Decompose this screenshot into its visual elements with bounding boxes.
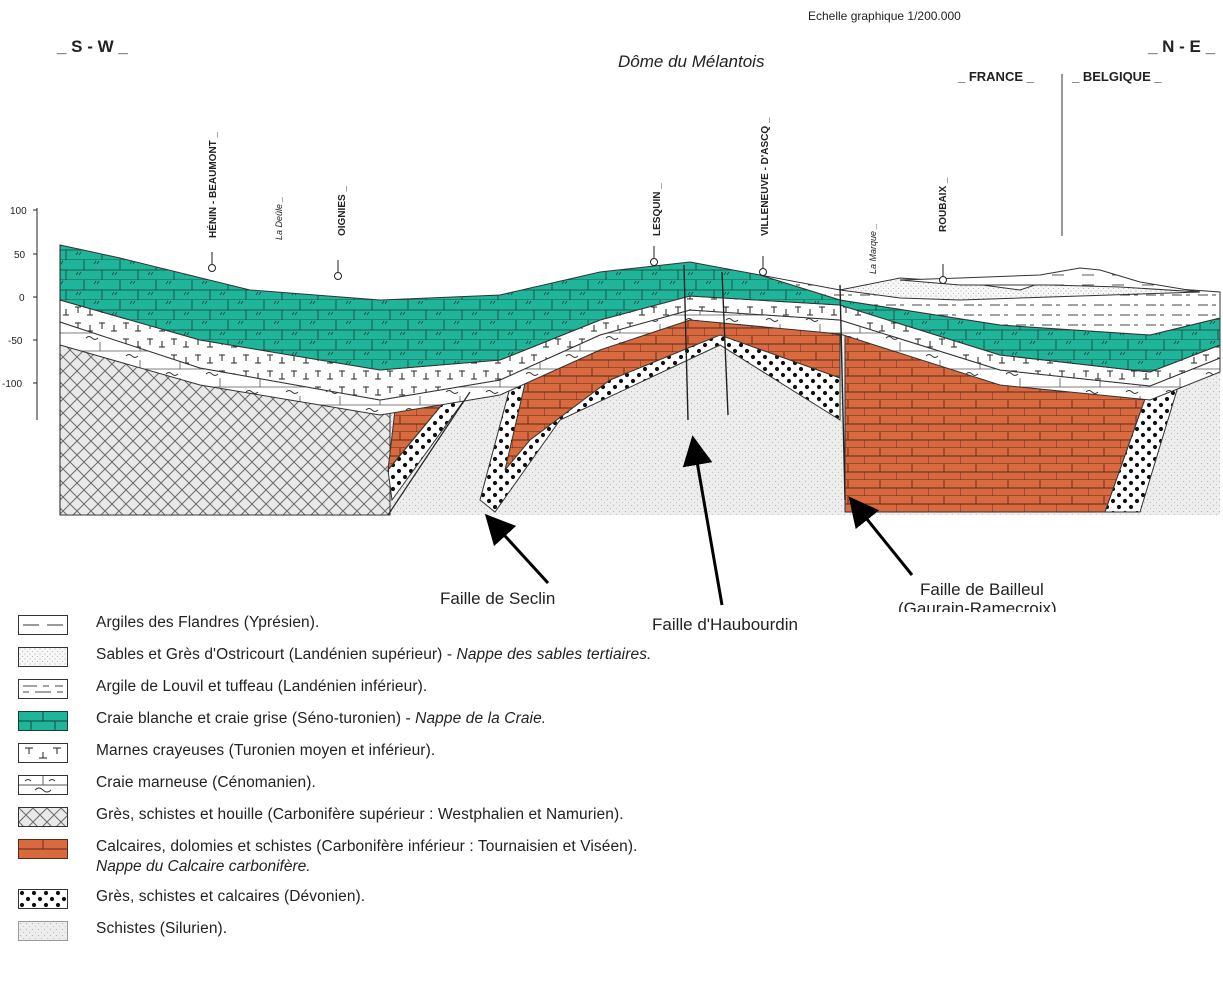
fault-haubourdin-2-line <box>721 271 729 416</box>
legend-item-argiles-flandres: Argiles des Flandres (Yprésien). <box>18 612 918 644</box>
altitude-axis <box>33 208 38 420</box>
axis-tick-minus100: -100 <box>2 379 22 390</box>
geological-cross-section: Echelle graphique 1/200.000 Dôme du Méla… <box>2 9 1221 612</box>
legend-item-louvil: Argile de Louvil et tuffeau (Landénien i… <box>18 676 918 708</box>
legend-item-sables: Sables et Grès d'Ostricourt (Landénien s… <box>18 644 918 676</box>
dome-label: Dôme du Mélantois <box>618 52 765 71</box>
arrow-haubourdin <box>682 435 724 606</box>
scale-label: Echelle graphique 1/200.000 <box>808 9 961 23</box>
legend: Argiles des Flandres (Yprésien). Sables … <box>18 612 918 950</box>
legend-label-italic: Nappe du Calcaire carbonifère. <box>96 858 311 875</box>
swatch-argiles-flandres-icon <box>18 615 68 635</box>
fault-bailleul-line <box>839 284 846 501</box>
legend-item-houille: Grès, schistes et houille (Carbonifère s… <box>18 804 918 836</box>
legend-label: Grès, schistes et calcaires (Dévonien). <box>96 888 366 905</box>
legend-label: Marnes crayeuses (Turonien moyen et infé… <box>96 742 436 759</box>
swatch-silurien-icon <box>18 921 68 941</box>
ne-label: _ N - E _ <box>1147 37 1216 56</box>
swatch-calcaire-icon <box>18 839 68 859</box>
place-labels: HÉNIN - BEAUMONT _ La Deûle _ OIGNIES _ … <box>206 117 949 274</box>
place-oignies: OIGNIES _ <box>337 186 348 236</box>
swatch-craie-marneuse-icon <box>18 775 68 795</box>
fault-seclin-label: Faille de Seclin <box>440 589 555 608</box>
fault-bailleul-label-2: (Gaurain-Ramecroix) <box>898 599 1057 612</box>
swatch-devonien-icon <box>18 889 68 909</box>
fault-seclin-line <box>387 391 471 516</box>
legend-label: Calcaires, dolomies et schistes (Carboni… <box>96 838 638 855</box>
axis-tick-100: 100 <box>10 206 27 217</box>
fault-bailleul-label-1: Faille de Bailleul <box>920 580 1044 599</box>
axis-tick-minus50: -50 <box>8 336 23 347</box>
place-villeneuve-dascq: VILLENEUVE - D'ASCQ _ <box>760 117 771 236</box>
axis-tick-0: 0 <box>19 293 25 304</box>
arrow-bailleul <box>848 496 914 576</box>
legend-item-craie: Craie blanche et craie grise (Séno-turon… <box>18 708 918 740</box>
place-henin-beaumont: HÉNIN - BEAUMONT _ <box>206 131 219 238</box>
section-body <box>59 244 1221 516</box>
legend-label: Craie marneuse (Cénomanien). <box>96 774 316 791</box>
legend-item-craie-marneuse: Craie marneuse (Cénomanien). <box>18 772 918 804</box>
legend-label: Sables et Grès d'Ostricourt (Landénien s… <box>96 646 652 663</box>
france-label: _ FRANCE _ <box>957 69 1035 84</box>
legend-label: Argiles des Flandres (Yprésien). <box>96 614 320 631</box>
place-roubaix: ROUBAIX _ <box>938 177 949 232</box>
axis-tick-50: 50 <box>14 250 26 261</box>
sw-label: _ S - W _ <box>56 37 128 56</box>
legend-item-marnes: Marnes crayeuses (Turonien moyen et infé… <box>18 740 918 772</box>
fault-haubourdin-label: Faille d'Haubourdin <box>652 615 798 634</box>
place-la-marque: La Marque _ <box>868 223 878 274</box>
town-markers <box>208 246 947 284</box>
legend-label: Argile de Louvil et tuffeau (Landénien i… <box>96 678 428 695</box>
place-la-deule: La Deûle _ <box>274 196 284 240</box>
swatch-marnes-icon <box>18 743 68 763</box>
fault-arrows <box>484 435 914 606</box>
legend-item-devonien: Grès, schistes et calcaires (Dévonien). <box>18 886 918 918</box>
fault-haubourdin-line <box>683 264 689 421</box>
legend-label: Schistes (Silurien). <box>96 920 228 937</box>
arrow-seclin <box>484 513 550 585</box>
swatch-louvil-icon <box>18 679 68 699</box>
belgique-label: _ BELGIQUE _ <box>1071 69 1162 84</box>
place-lesquin: LESQUIN _ <box>652 183 663 236</box>
legend-label: Grès, schistes et houille (Carbonifère s… <box>96 806 624 823</box>
swatch-houille-icon <box>18 807 68 827</box>
swatch-sables-icon <box>18 647 68 667</box>
legend-item-calcaire: Calcaires, dolomies et schistes (Carboni… <box>18 836 918 886</box>
legend-label: Craie blanche et craie grise (Séno-turon… <box>96 710 547 727</box>
layer-argile-flandres <box>899 267 1201 293</box>
legend-item-silurien: Schistes (Silurien). <box>18 918 918 950</box>
swatch-craie-icon <box>18 711 68 731</box>
